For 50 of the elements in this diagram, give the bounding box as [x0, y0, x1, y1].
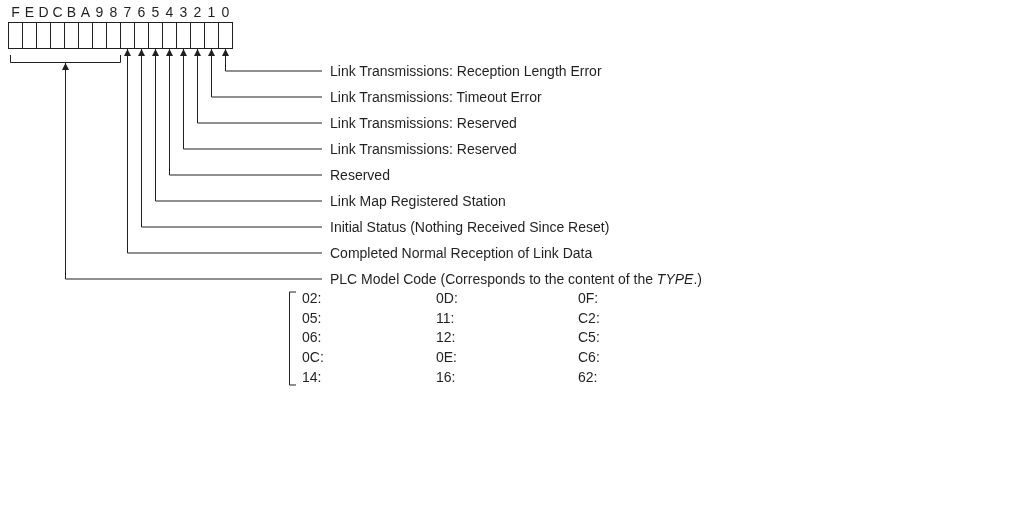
code-value: 0D:	[436, 290, 458, 306]
arrow	[208, 48, 323, 98]
code-value: 62:	[578, 369, 598, 385]
bit-number: 6	[136, 4, 147, 20]
code-value: 05:	[302, 310, 322, 326]
code-value: 02:	[302, 290, 322, 306]
bit-number: C	[51, 4, 64, 20]
code-value: 11:	[436, 310, 455, 326]
bit-number: 0	[220, 4, 231, 20]
bit-number: D	[37, 4, 50, 20]
bit-description: Completed Normal Reception of Link Data	[322, 244, 593, 262]
bit-number: 7	[122, 4, 133, 20]
arrow	[166, 48, 323, 176]
bit-number: 9	[94, 4, 105, 20]
bit-description: PLC Model Code (Corresponds to the content of the TYPE.)	[322, 270, 702, 288]
bit-description: Link Transmissions: Reserved	[322, 114, 517, 132]
arrow	[124, 48, 323, 254]
code-value: 12:	[436, 329, 456, 345]
code-value: 0C:	[302, 349, 324, 365]
code-value: 14:	[302, 369, 322, 385]
bit-number: 2	[192, 4, 203, 20]
code-value: 0E:	[436, 349, 457, 365]
bit-number: B	[65, 4, 78, 20]
bit-number: 3	[178, 4, 189, 20]
bit-description: Reserved	[322, 166, 390, 184]
bit-description: Link Transmissions: Reception Length Error	[322, 62, 602, 80]
arrow	[152, 48, 323, 202]
arrow	[222, 48, 323, 72]
bit-number: E	[23, 4, 36, 20]
bit-number: F	[10, 4, 21, 20]
bit-description: Link Map Registered Station	[322, 192, 506, 210]
code-value: 16:	[436, 369, 456, 385]
code-value: C2:	[578, 310, 600, 326]
bit-number: 1	[206, 4, 217, 20]
bit-number: 8	[108, 4, 119, 20]
bit-number: A	[79, 4, 92, 20]
bit-description: Link Transmissions: Timeout Error	[322, 88, 542, 106]
code-value: C6:	[578, 349, 600, 365]
arrow	[194, 48, 323, 124]
bit-description: Initial Status (Nothing Received Since Reset)	[322, 218, 610, 236]
bit-number: 5	[150, 4, 161, 20]
code-value: C5:	[578, 329, 600, 345]
arrow	[138, 48, 323, 228]
bit-number: 4	[164, 4, 175, 20]
bit-description: Link Transmissions: Reserved	[322, 140, 517, 158]
arrow	[62, 62, 323, 280]
arrow	[180, 48, 323, 150]
code-value: 0F:	[578, 290, 599, 306]
bracket	[10, 55, 121, 63]
code-value: 06:	[302, 329, 322, 345]
